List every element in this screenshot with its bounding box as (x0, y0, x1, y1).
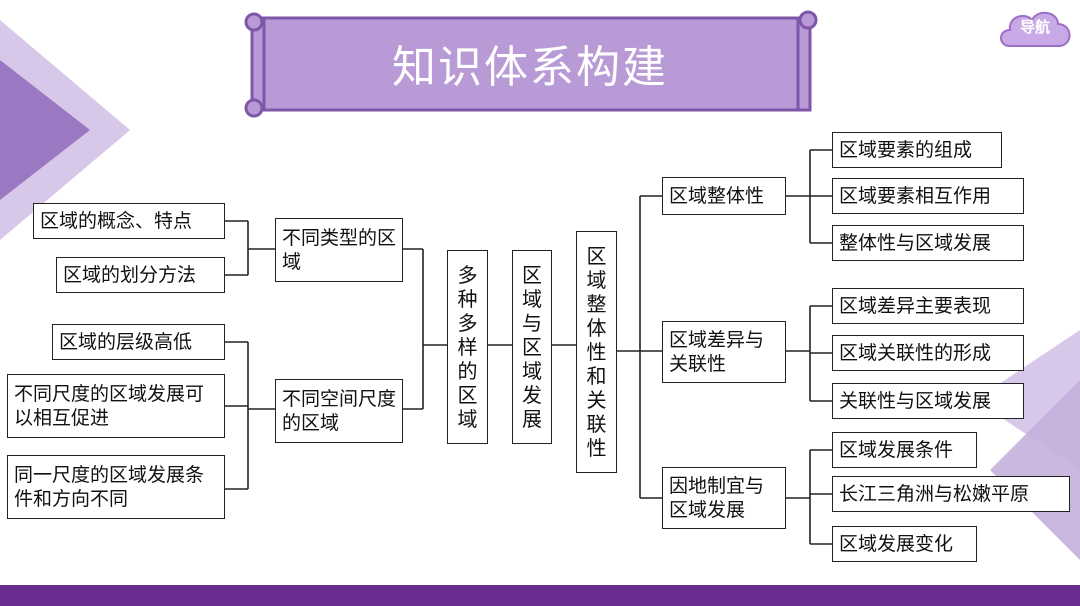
node-diverse-regions: 多种多样的区域 (447, 250, 488, 444)
node-element-interaction: 区域要素相互作用 (832, 178, 1024, 214)
node-region-types: 不同类型的区域 (275, 218, 403, 282)
nav-button[interactable] (996, 6, 1074, 56)
node-scale-promote: 不同尺度的区域发展可以相互促进 (7, 374, 225, 438)
footer-bar (0, 585, 1080, 606)
node-relevance-formation: 区域关联性的形成 (832, 335, 1024, 371)
node-spatial-scale: 不同空间尺度的区域 (275, 379, 403, 443)
node-difference-main: 区域差异主要表现 (832, 288, 1024, 324)
node-relevance-development: 关联性与区域发展 (832, 383, 1024, 419)
node-integrity-relevance: 区域整体性和关联性 (576, 231, 617, 473)
node-region-level: 区域的层级高低 (52, 324, 225, 360)
node-region-concept: 区域的概念、特点 (33, 203, 225, 239)
node-region-integrity: 区域整体性 (662, 177, 786, 215)
node-region-division: 区域的划分方法 (56, 257, 225, 293)
node-yangtze-songnen: 长江三角洲与松嫩平原 (832, 476, 1070, 512)
node-region-development: 区域与区域发展 (512, 250, 552, 444)
page-title: 知识体系构建 (392, 42, 668, 93)
node-development-conditions: 区域发展条件 (832, 432, 977, 468)
node-adapt-local: 因地制宜与区域发展 (662, 467, 786, 529)
title-banner (244, 10, 818, 118)
node-integrity-development: 整体性与区域发展 (832, 225, 1024, 261)
node-development-change: 区域发展变化 (832, 526, 977, 562)
node-difference-relevance: 区域差异与关联性 (662, 321, 786, 383)
node-element-composition: 区域要素的组成 (832, 132, 1002, 168)
node-same-scale: 同一尺度的区域发展条件和方向不同 (7, 455, 225, 519)
